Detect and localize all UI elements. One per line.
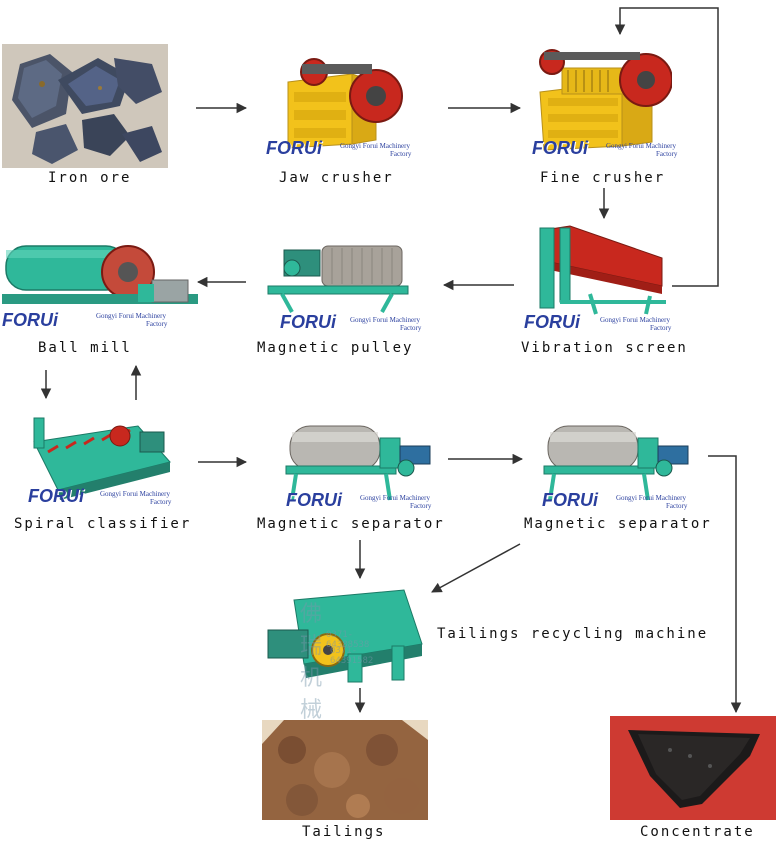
factory-caption: Gongyi Forui Machinery Factory <box>350 316 422 332</box>
label-ball-mill: Ball mill <box>38 340 132 356</box>
spiral-classifier-image <box>28 412 180 504</box>
label-fine-crusher: Fine crusher <box>540 170 666 186</box>
vibration-screen-image <box>530 222 670 318</box>
label-magnetic-pulley: Magnetic pulley <box>257 340 414 356</box>
magnetic-separator-2-image <box>540 416 696 504</box>
label-magnetic-separator-1: Magnetic separator <box>257 516 445 532</box>
forui-logo: FORUi <box>542 490 598 510</box>
label-tailings-recycling-machine: Tailings recycling machine <box>437 626 709 642</box>
label-concentrate: Concentrate <box>640 824 755 840</box>
factory-caption: Gongyi Forui Machinery Factory <box>340 142 412 158</box>
factory-caption: Gongyi Forui Machinery Factory <box>360 494 432 510</box>
arrow-separator2-to-recycler <box>431 543 521 593</box>
factory-caption: Gongyi Forui Machinery Factory <box>96 312 168 328</box>
label-spiral-classifier: Spiral classifier <box>14 516 192 532</box>
factory-caption: Gongyi Forui Machinery Factory <box>616 494 688 510</box>
iron-ore-photo <box>2 44 168 168</box>
concentrate-photo <box>610 716 776 820</box>
forui-logo: FORUi <box>286 490 342 510</box>
label-iron-ore: Iron ore <box>48 170 132 186</box>
forui-logo: FORUi <box>2 310 58 330</box>
label-magnetic-separator-2: Magnetic separator <box>524 516 712 532</box>
label-vibration-screen: Vibration screen <box>521 340 688 356</box>
forui-logo: FORUi <box>28 486 84 506</box>
watermark-phone-1: 0371-64388538 <box>326 630 370 650</box>
arrow-screen-return-loop <box>614 7 719 287</box>
factory-caption: Gongyi Forui Machinery Factory <box>606 142 678 158</box>
tailings-photo <box>262 720 428 820</box>
tailings-recycling-machine-image <box>264 584 434 688</box>
label-jaw-crusher: Jaw crusher <box>279 170 394 186</box>
label-tailings: Tailings <box>302 824 386 840</box>
watermark-cn: 佛瑞机械 <box>300 602 329 723</box>
forui-logo: FORUi <box>266 138 322 158</box>
jaw-crusher-image <box>272 52 406 160</box>
forui-logo: FORUi <box>532 138 588 158</box>
factory-caption: Gongyi Forui Machinery Factory <box>600 316 672 332</box>
factory-caption: Gongyi Forui Machinery Factory <box>100 490 172 506</box>
ball-mill-image <box>2 236 198 320</box>
arrow-separator2-to-concentrate <box>708 455 742 714</box>
forui-logo: FORUi <box>524 312 580 332</box>
watermark-phone-2: 0371-64391582 <box>330 646 374 666</box>
fine-crusher-image <box>534 42 672 160</box>
magnetic-separator-1-image <box>282 416 438 504</box>
forui-logo: FORUi <box>280 312 336 332</box>
magnetic-pulley-image <box>262 236 412 316</box>
